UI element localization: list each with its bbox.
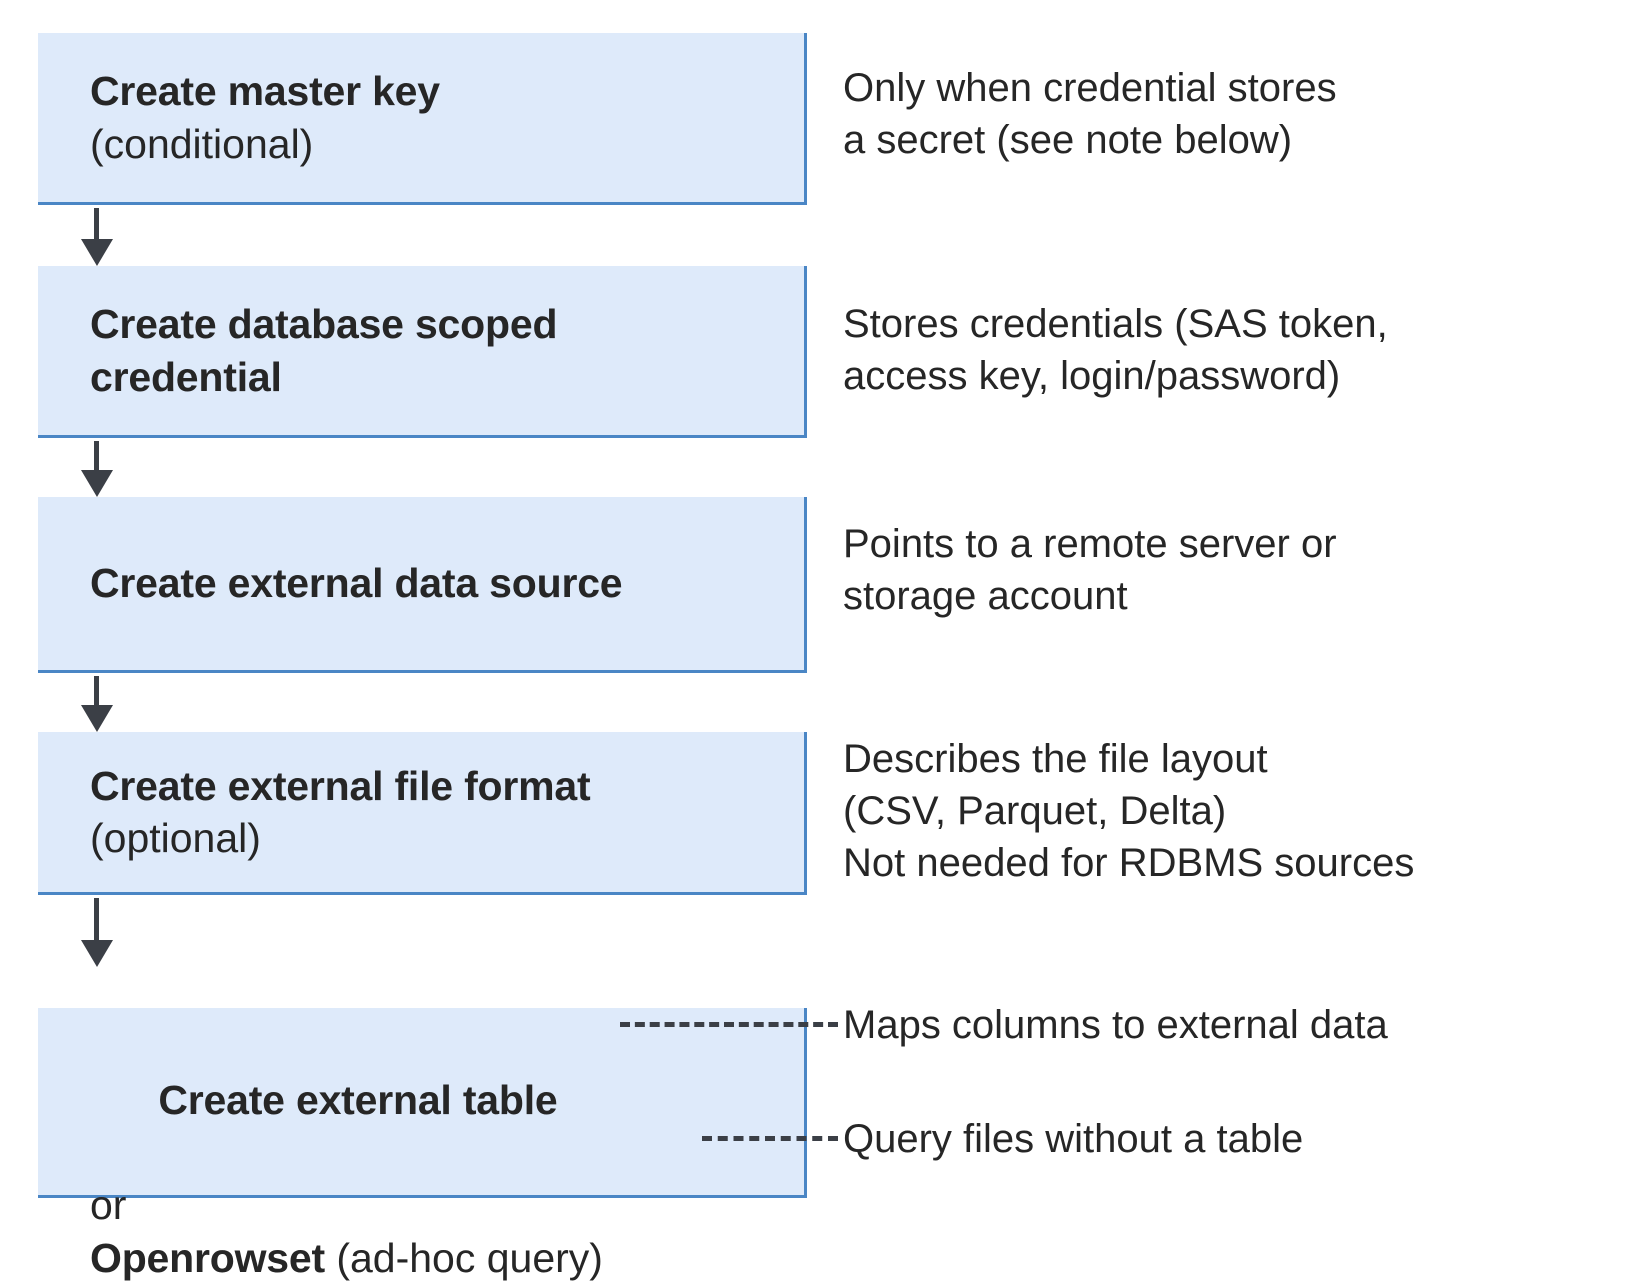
note-create-external-table: Maps columns to external data: [843, 1003, 1388, 1047]
node-separator: or: [90, 1182, 127, 1229]
dashed-connector-openrowset: [702, 1136, 838, 1141]
arrow-down-2: [81, 441, 113, 497]
node-title-line2: credential: [90, 353, 282, 400]
node-title: Create master key: [90, 68, 440, 115]
note-create-external-data-source: Points to a remote server or storage acc…: [843, 522, 1337, 618]
node-create-external-table-or-openrowset[interactable]: Create external table or Openrowset (ad-…: [38, 1008, 807, 1281]
node-create-database-scoped-credential[interactable]: Create database scoped credential: [38, 266, 807, 438]
node-create-master-key[interactable]: Create master key (conditional): [38, 33, 807, 205]
node-title: Create external data source: [90, 560, 623, 607]
arrow-down-1: [81, 208, 113, 266]
node-create-external-data-source[interactable]: Create external data source: [38, 497, 807, 673]
note-openrowset: Query files without a table: [843, 1117, 1304, 1161]
node-create-external-file-format[interactable]: Create external file format (optional): [38, 732, 807, 895]
dashed-connector-external-table: [620, 1022, 838, 1027]
note-create-master-key: Only when credential stores a secret (se…: [843, 66, 1337, 162]
node-title: Create database scoped: [90, 301, 558, 348]
note-create-database-scoped-credential: Stores credentials (SAS token, access ke…: [843, 302, 1388, 398]
node-qualifier: (optional): [90, 815, 261, 861]
note-create-external-file-format: Describes the file layout (CSV, Parquet,…: [843, 737, 1415, 885]
node-qualifier: (conditional): [90, 120, 314, 167]
arrow-down-4: [81, 898, 113, 968]
arrow-down-3: [81, 676, 113, 732]
node-title: Create external file format: [90, 762, 591, 809]
node-alt-suffix: (ad-hoc query): [324, 1234, 603, 1281]
node-title-row: Create external table: [90, 1022, 804, 1179]
node-title: Create external table: [158, 1077, 558, 1124]
node-alt-title: Openrowset: [90, 1234, 325, 1281]
node-alt-title-row: Openrowset (ad-hoc query): [90, 1232, 804, 1284]
